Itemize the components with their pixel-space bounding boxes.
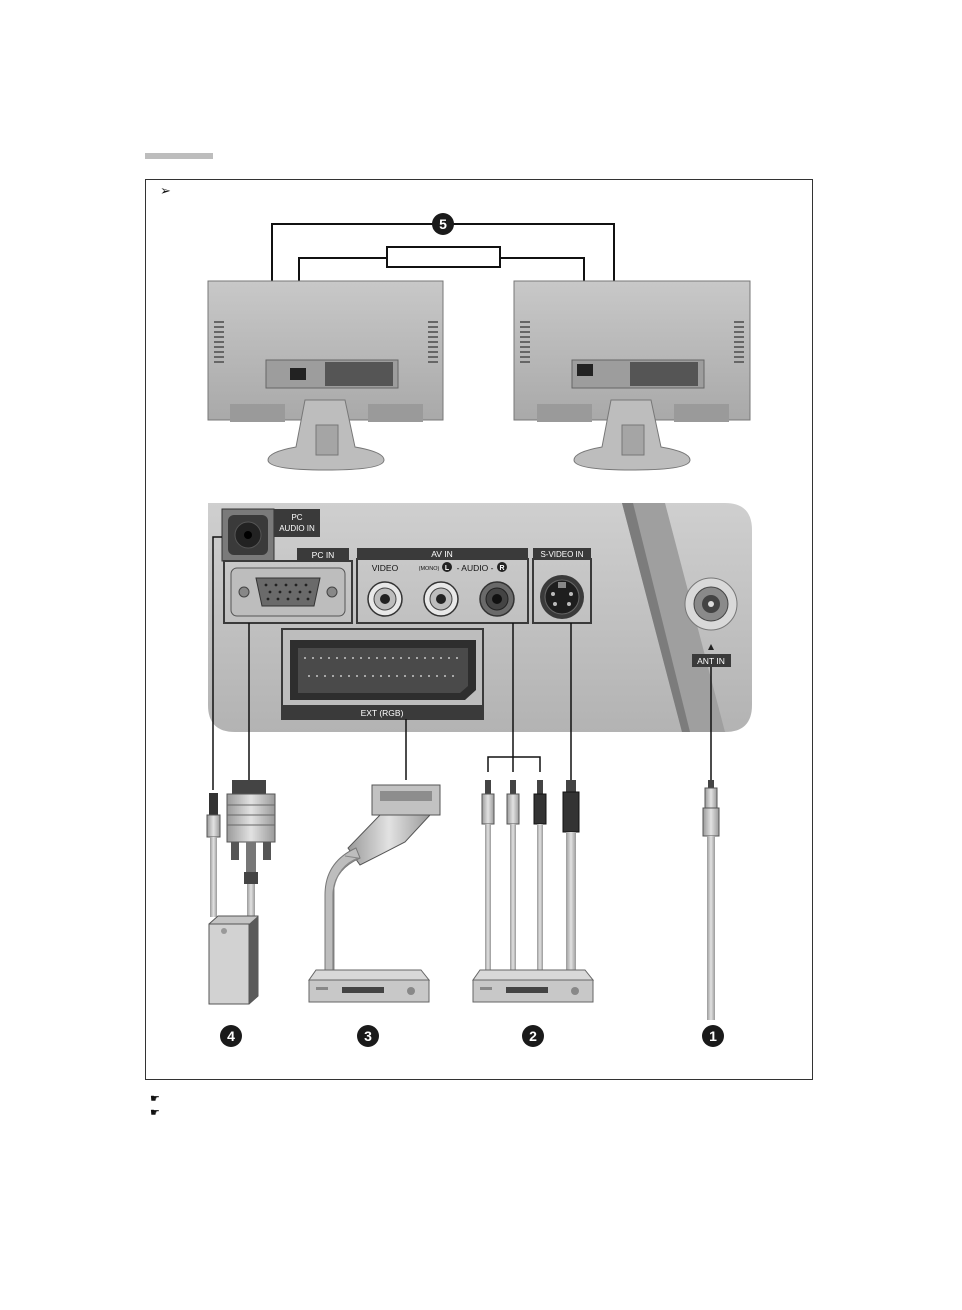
callout-5-label: 5 bbox=[439, 216, 447, 232]
vcr-scart bbox=[308, 969, 431, 1003]
s-video-in-label: S-VIDEO IN bbox=[540, 550, 583, 559]
s-video-in-label-box bbox=[533, 548, 591, 559]
pc-in-label-box bbox=[297, 548, 349, 561]
ant-in-port bbox=[684, 577, 738, 631]
lead-lines bbox=[212, 536, 712, 790]
mono-label: (MONO) bbox=[419, 566, 440, 572]
pc-audio-in-label-line1: PC bbox=[291, 513, 302, 522]
s-video-in-port bbox=[532, 558, 592, 624]
callout-5: 5 bbox=[432, 213, 454, 235]
arrow-right-icon: ➢ bbox=[160, 183, 171, 198]
ext-rgb-label: EXT (RGB) bbox=[361, 708, 404, 718]
pc-audio-plug bbox=[206, 793, 221, 917]
ext-rgb-port bbox=[281, 628, 484, 720]
video-label: VIDEO bbox=[372, 563, 399, 573]
pc-in-label: PC IN bbox=[312, 550, 335, 560]
left-channel-label: L bbox=[445, 565, 450, 572]
rca-audio-left-jack bbox=[423, 581, 459, 617]
left-channel-marker bbox=[442, 562, 452, 572]
pc-audio-in-port bbox=[221, 508, 275, 562]
callout-4-label: 4 bbox=[227, 1028, 235, 1044]
pc-tower bbox=[208, 915, 259, 1005]
diagram-frame bbox=[145, 179, 813, 1080]
pointing-hand-icon: ☛ bbox=[150, 1093, 160, 1105]
callout-1: 1 bbox=[702, 1025, 724, 1047]
callout-2-label: 2 bbox=[529, 1028, 537, 1044]
ant-in-arrow-icon bbox=[708, 644, 714, 650]
pc-vga-plug bbox=[226, 780, 276, 920]
ant-in-label: ANT IN bbox=[697, 656, 725, 666]
av-in-label-box bbox=[357, 548, 528, 559]
pc-audio-in-label-box bbox=[274, 509, 320, 537]
audio-label: - AUDIO - bbox=[457, 563, 494, 573]
rca-video-jack bbox=[367, 581, 403, 617]
rca-cables bbox=[481, 780, 547, 970]
vcr-av bbox=[472, 969, 595, 1003]
pc-audio-in-label-line2: AUDIO IN bbox=[279, 524, 315, 533]
tv-back-left bbox=[207, 280, 444, 471]
right-channel-marker bbox=[497, 562, 507, 572]
right-channel-label: R bbox=[499, 565, 504, 572]
pointing-hand-icon: ☛ bbox=[150, 1107, 160, 1119]
ext-rgb-label-box bbox=[282, 705, 483, 719]
ant-in-label-box bbox=[692, 654, 731, 667]
callout-4: 4 bbox=[220, 1025, 242, 1047]
av-in-label: AV IN bbox=[431, 549, 453, 559]
callout-2: 2 bbox=[522, 1025, 544, 1047]
callout-3: 3 bbox=[357, 1025, 379, 1047]
rca-audio-right-jack bbox=[479, 581, 515, 617]
link-cable-box bbox=[386, 246, 501, 268]
scart-plug bbox=[324, 784, 441, 977]
s-video-cable bbox=[562, 780, 580, 970]
antenna-cable bbox=[702, 780, 720, 1020]
pc-in-port bbox=[223, 560, 353, 624]
av-in-frame bbox=[356, 558, 529, 624]
callout-1-label: 1 bbox=[709, 1028, 717, 1044]
tv-back-right bbox=[513, 280, 751, 471]
callout-3-label: 3 bbox=[364, 1028, 372, 1044]
header-bar bbox=[145, 153, 213, 159]
